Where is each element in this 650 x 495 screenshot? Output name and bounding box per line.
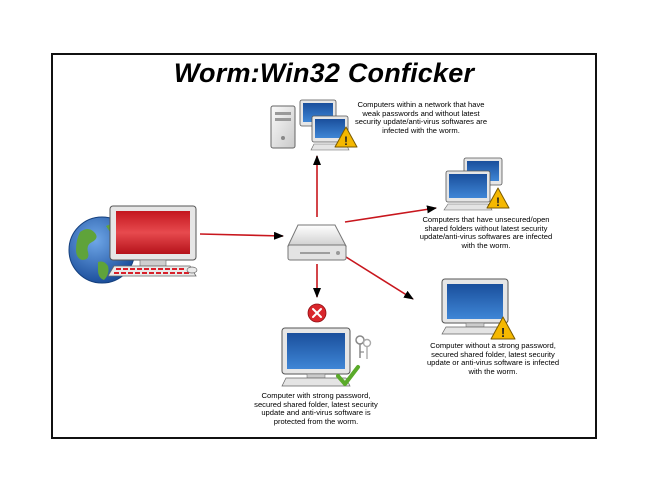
caption-line: update or anti-virus software is infecte… [426, 358, 560, 368]
caption-line: Computer without a strong password, [430, 341, 556, 350]
keys-icon [355, 335, 372, 359]
caption-line: security update/anti-virus softwares are [354, 117, 488, 127]
svg-text:!: ! [501, 325, 505, 340]
diagram-title: Worm:Win32 Conficker [173, 58, 475, 88]
arrow-hub-to-no-strong-password [345, 256, 414, 300]
computer-icon [443, 170, 493, 211]
caption-line: shared folders without latest security [424, 223, 548, 233]
caption-open-shares: Computers that have unsecured/open share… [411, 215, 561, 250]
blocked-icon [307, 303, 327, 323]
warning-icon: ! [486, 187, 510, 209]
caption-protected: Computer with strong password, secured s… [243, 391, 389, 426]
svg-text:!: ! [496, 195, 500, 209]
check-icon [336, 365, 360, 386]
svg-text:!: ! [344, 134, 348, 148]
caption-weak-passwords: Computers within a network that have wea… [346, 100, 496, 135]
caption-line: with the worm. [468, 366, 518, 376]
caption-line: update and anti-virus software is [261, 408, 371, 418]
caption-line: secured shared folder, latest security [431, 349, 555, 359]
caption-line: update/anti-virus softwares are infected [419, 232, 553, 242]
arrow-hub-to-open-shares [344, 205, 437, 223]
caption-line: Computer with strong password, [261, 391, 371, 400]
caption-line: with the worm. [461, 240, 511, 250]
caption-no-strong-password: Computer without a strong password, secu… [418, 341, 568, 376]
infected-computer-icon [107, 205, 198, 277]
warning-icon: ! [490, 316, 516, 340]
computer-icon [281, 327, 351, 387]
caption-line: Computers within a network that have [357, 100, 485, 109]
computer-icon [441, 278, 509, 335]
caption-line: infected with the worm. [382, 125, 460, 135]
computer-icon [310, 115, 350, 151]
warning-icon: ! [334, 126, 358, 148]
server-icon [270, 105, 296, 149]
arrow-source-to-hub [199, 231, 284, 240]
caption-line: Computers that have unsecured/open [422, 215, 550, 224]
drive-icon [287, 224, 347, 261]
caption-line: secured shared folder, latest security [254, 399, 378, 409]
caption-line: weak passwords and without latest [362, 108, 480, 118]
caption-line: protected from the worm. [273, 416, 359, 426]
